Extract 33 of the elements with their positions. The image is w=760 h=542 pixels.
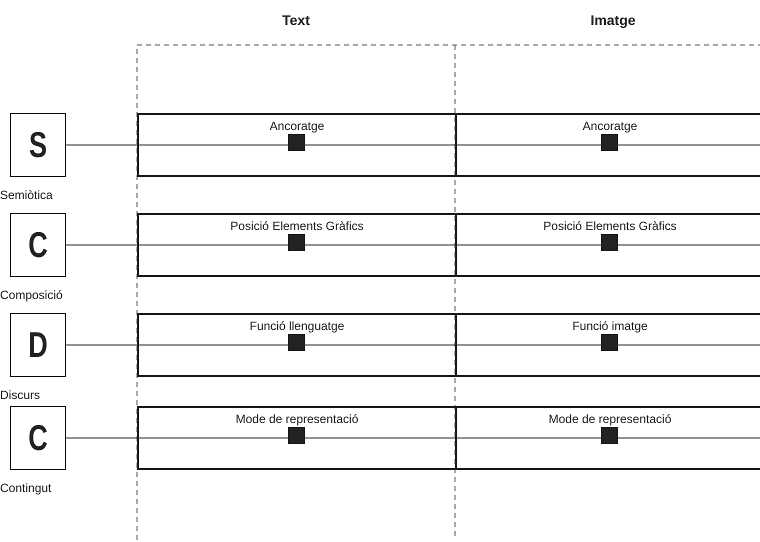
cell-label: Funció llenguatge	[248, 319, 346, 333]
column-heading: Imatge	[590, 12, 636, 28]
matrix-cell	[137, 113, 457, 177]
caption-text: Discurs	[0, 388, 40, 402]
matrix-cell	[137, 313, 457, 377]
initial-letter: S	[28, 124, 47, 166]
initial-letter: D	[28, 324, 48, 366]
letter-box	[10, 313, 66, 377]
letter-box	[10, 113, 66, 177]
column-heading: Text	[282, 12, 310, 28]
matrix-cell	[455, 213, 760, 277]
connector-line	[66, 244, 138, 246]
cell-label: Mode de representació	[234, 412, 360, 426]
caption-text: Contingut	[0, 481, 52, 495]
matrix-cell	[137, 213, 457, 277]
matrix-cell	[455, 406, 760, 470]
cell-label: Funció imatge	[571, 319, 649, 333]
matrix-cell	[455, 113, 760, 177]
connector-line	[66, 144, 138, 146]
initial-letter: C	[28, 417, 48, 459]
cell-label: Posició Elements Gràfics	[542, 219, 678, 233]
letter-box	[10, 406, 66, 470]
cell-label: Ancoratge	[268, 119, 326, 133]
matrix-cell	[137, 406, 457, 470]
matrix-cell	[455, 313, 760, 377]
caption-text: Composició	[0, 288, 63, 302]
initial-letter: C	[28, 224, 48, 266]
caption-text: Semiòtica	[0, 188, 53, 202]
connector-line	[66, 344, 138, 346]
cell-label: Ancoratge	[582, 119, 638, 133]
letter-box	[10, 213, 66, 277]
cell-label: Posició Elements Gràfics	[229, 219, 365, 233]
cell-label: Mode de representació	[548, 412, 672, 426]
